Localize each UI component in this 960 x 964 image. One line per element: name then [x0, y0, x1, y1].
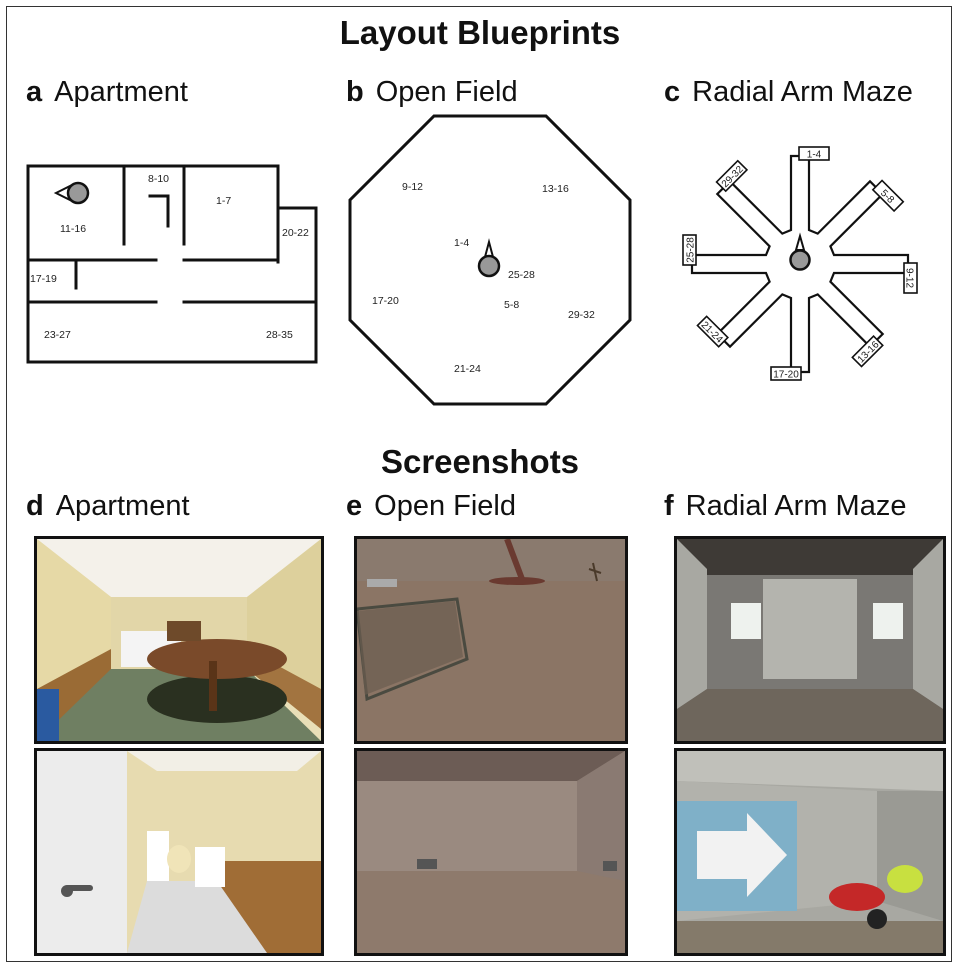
- svg-text:17-20: 17-20: [773, 370, 799, 381]
- screenshots-title: Screenshots: [380, 443, 580, 480]
- apt-label-17-19: 17-19: [30, 273, 57, 285]
- start-position-marker: [477, 238, 501, 278]
- svg-text:9-12: 9-12: [904, 268, 915, 288]
- radialmaze-screenshot-2: [674, 748, 946, 956]
- figure-frame: [6, 6, 952, 962]
- apartment-screenshot-2: [34, 748, 324, 956]
- svg-text:25-28: 25-28: [686, 237, 697, 263]
- apt-label-20-22: 20-22: [282, 227, 309, 239]
- radialmaze-screenshot-1: [674, 536, 946, 744]
- of-label-1-4: 1-4: [454, 237, 469, 249]
- start-position-marker: [53, 181, 90, 205]
- of-label-17-20: 17-20: [372, 295, 399, 307]
- apartment-screenshot-1: [34, 536, 324, 744]
- openfield-blueprint: 9-12 13-16 1-4 25-28 17-20 5-8 29-32 21-…: [348, 114, 632, 406]
- apt-label-1-7: 1-7: [216, 195, 231, 207]
- maze-arm-label: 25-28: [682, 234, 697, 266]
- of-label-21-24: 21-24: [454, 363, 481, 375]
- start-position-marker: [789, 232, 811, 271]
- maze-arm-label: 1-4: [798, 146, 830, 161]
- of-label-5-8: 5-8: [504, 299, 519, 311]
- of-label-29-32: 29-32: [568, 309, 595, 321]
- apt-label-11-16: 11-16: [60, 223, 86, 235]
- apt-label-8-10: 8-10: [148, 173, 169, 185]
- of-label-9-12: 9-12: [402, 181, 423, 193]
- apt-label-28-35: 28-35: [266, 329, 293, 341]
- maze-arm-label: 9-12: [903, 262, 918, 294]
- svg-text:1-4: 1-4: [807, 150, 822, 161]
- maze-arm-label: 17-20: [770, 366, 802, 381]
- apartment-blueprint: 11-16 8-10 1-7 20-22 17-19 23-27 28-35: [26, 164, 318, 364]
- openfield-screenshot-1: [354, 536, 628, 744]
- apt-label-23-27: 23-27: [44, 329, 71, 341]
- of-label-13-16: 13-16: [542, 183, 569, 195]
- blueprints-title: Layout Blueprints: [339, 14, 621, 51]
- of-label-25-28: 25-28: [508, 269, 535, 281]
- openfield-screenshot-2: [354, 748, 628, 956]
